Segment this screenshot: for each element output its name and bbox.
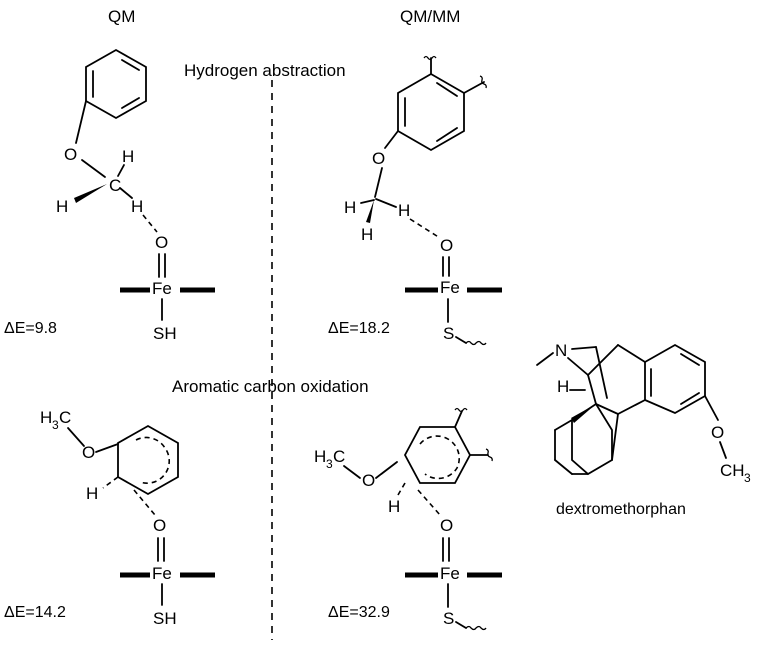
- qm-aromatic-oxidation-structure: H 3 C O H O Fe SH: [40, 408, 215, 628]
- iron-atom: Fe: [152, 564, 172, 583]
- aryl-ring: [397, 72, 465, 152]
- methoxy-ch: CH: [720, 461, 745, 480]
- ferryl-oxygen: O: [155, 233, 168, 252]
- methoxy-subscript: 3: [744, 471, 751, 485]
- mm-cut-bond: [465, 625, 487, 631]
- hydrogen-abstraction-title: Hydrogen abstraction: [184, 61, 346, 80]
- methoxy-oxygen: O: [711, 423, 724, 442]
- methoxy-oxygen: O: [362, 471, 375, 490]
- stereo-hydrogen: H: [557, 377, 569, 396]
- delocalized-ring: [135, 436, 171, 484]
- qmmm-header: QM/MM: [400, 7, 460, 26]
- mm-cut-bond: [465, 340, 487, 346]
- qmmm-aromatic-energy: ΔE=32.9: [328, 604, 390, 621]
- ether-oxygen: O: [64, 145, 77, 164]
- aromatic-oxidation-title: Aromatic carbon oxidation: [172, 377, 369, 396]
- thiol-group: SH: [153, 324, 177, 343]
- wedge-bond: [74, 184, 107, 203]
- mm-cut-bond: [485, 448, 493, 462]
- qm-aromatic-energy: ΔE=14.2: [4, 604, 66, 621]
- qmmm-aromatic-oxidation-structure: H 3 C O H O Fe S: [314, 407, 502, 631]
- iron-atom: Fe: [152, 279, 172, 298]
- cyclohexane-ring: [571, 402, 613, 476]
- ipso-hydrogen: H: [388, 497, 400, 516]
- sulfur-atom: S: [443, 324, 454, 343]
- methyl-c: C: [333, 447, 345, 466]
- methylene-carbon: C: [109, 176, 121, 195]
- amine-nitrogen: N: [555, 341, 567, 360]
- methyl-h: H: [314, 447, 326, 466]
- ferryl-oxygen: O: [153, 516, 166, 535]
- methoxy-oxygen: O: [82, 443, 95, 462]
- qmmm-h-abstraction-structure: O H H H O Fe S: [344, 55, 502, 346]
- thiol-group: SH: [153, 609, 177, 628]
- ipso-hydrogen: H: [86, 484, 98, 503]
- abstracted-hydrogen: H: [398, 201, 410, 220]
- methyl-subscript: 3: [326, 457, 333, 471]
- methyl-c: C: [59, 408, 71, 427]
- phenyl-ring: [85, 48, 147, 120]
- qm-h-abstraction-structure: O C H H H O Fe SH: [56, 48, 215, 343]
- mm-cut-bond: [479, 75, 487, 89]
- ferryl-oxygen: O: [440, 236, 453, 255]
- mm-cut-bond: [454, 407, 468, 413]
- qm-header: QM: [108, 7, 135, 26]
- methyl-hydrogen-left: H: [344, 198, 356, 217]
- methyl-h: H: [40, 408, 52, 427]
- methylene-hydrogen-left: H: [56, 197, 68, 216]
- aromatic-ring: [644, 343, 706, 415]
- qm-h-abstraction-energy: ΔE=9.8: [4, 320, 57, 337]
- qmmm-h-abstraction-energy: ΔE=18.2: [328, 320, 390, 337]
- iron-atom: Fe: [440, 278, 460, 297]
- ferryl-oxygen: O: [440, 516, 453, 535]
- iron-atom: Fe: [440, 564, 460, 583]
- cyclohexadienyl-ring: [117, 424, 179, 496]
- delocalized-ring: [419, 435, 460, 480]
- methyl-hydrogen-down: H: [361, 225, 373, 244]
- wedge-bond: [366, 200, 374, 223]
- ether-oxygen: O: [372, 149, 385, 168]
- methylene-hydrogen-up: H: [122, 147, 134, 166]
- sulfur-atom: S: [443, 609, 454, 628]
- dextromethorphan-structure: N H O CH 3: [536, 341, 751, 485]
- abstracted-hydrogen: H: [131, 197, 143, 216]
- molecule-name: dextromethorphan: [556, 501, 686, 518]
- mm-cut-bond: [423, 55, 437, 61]
- methyl-subscript: 3: [52, 418, 59, 432]
